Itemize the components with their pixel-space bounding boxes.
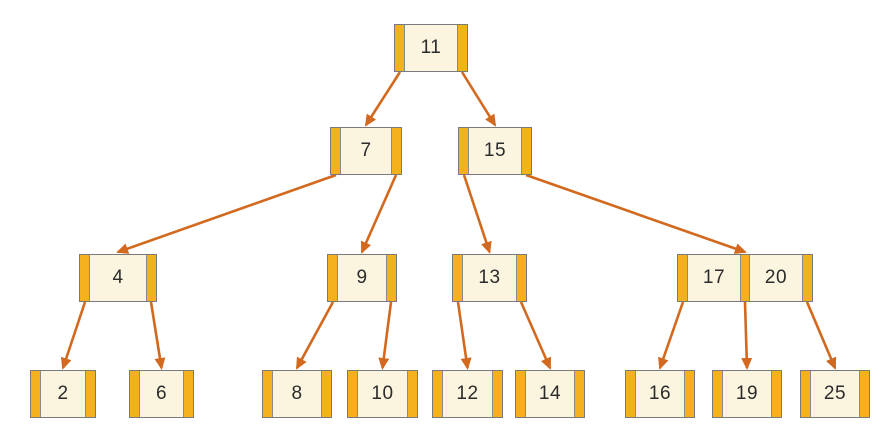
node-slot-bar bbox=[626, 371, 636, 417]
node-slot-bar bbox=[492, 371, 502, 417]
tree-node-4: 4 bbox=[79, 254, 157, 302]
edge-4-to-6 bbox=[149, 301, 166, 370]
node-key: 20 bbox=[750, 255, 802, 301]
node-slot-bar bbox=[263, 371, 273, 417]
edge-7-to-4 bbox=[116, 173, 337, 254]
tree-node-15: 15 bbox=[458, 127, 532, 175]
node-slot-bar bbox=[740, 255, 750, 301]
node-slot-bar bbox=[684, 371, 694, 417]
node-slot-bar bbox=[395, 25, 405, 71]
node-slot-bar bbox=[433, 371, 443, 417]
node-slot-bar bbox=[331, 128, 341, 174]
node-key: 11 bbox=[405, 25, 457, 71]
tree-node-12: 12 bbox=[432, 370, 503, 418]
edge-15-to-17-20 bbox=[525, 173, 747, 254]
edge-13-to-12 bbox=[456, 301, 472, 370]
node-slot-bar bbox=[678, 255, 688, 301]
node-slot-bar bbox=[386, 255, 396, 301]
edge-9-to-8 bbox=[295, 301, 335, 370]
tree-node-13: 13 bbox=[452, 254, 527, 302]
node-slot-bar bbox=[521, 128, 531, 174]
node-slot-bar bbox=[453, 255, 463, 301]
tree-node-6: 6 bbox=[129, 370, 194, 418]
node-slot-bar bbox=[321, 371, 331, 417]
tree-node-8: 8 bbox=[262, 370, 332, 418]
edge-13-to-14 bbox=[519, 301, 552, 370]
node-slot-bar bbox=[348, 371, 358, 417]
node-slot-bar bbox=[516, 255, 526, 301]
tree-node-2: 2 bbox=[30, 370, 96, 418]
tree-edge-group bbox=[60, 71, 837, 370]
node-key: 14 bbox=[526, 371, 574, 417]
node-slot-bar bbox=[80, 255, 90, 301]
node-key: 9 bbox=[338, 255, 386, 301]
edge-7-to-9 bbox=[360, 174, 398, 254]
tree-node-10: 10 bbox=[347, 370, 418, 418]
edge-9-to-10 bbox=[378, 301, 393, 370]
node-key: 6 bbox=[140, 371, 183, 417]
tree-node-19: 19 bbox=[712, 370, 782, 418]
node-key: 13 bbox=[463, 255, 516, 301]
node-slot-bar bbox=[183, 371, 193, 417]
node-slot-bar bbox=[574, 371, 584, 417]
node-slot-bar bbox=[802, 255, 812, 301]
tree-node-14: 14 bbox=[515, 370, 585, 418]
node-key: 8 bbox=[273, 371, 321, 417]
edge-15-to-13 bbox=[462, 174, 492, 254]
edge-4-to-2 bbox=[60, 301, 87, 370]
node-slot-bar bbox=[801, 371, 811, 417]
tree-node-25: 25 bbox=[800, 370, 870, 418]
node-key: 16 bbox=[636, 371, 684, 417]
node-key: 7 bbox=[341, 128, 391, 174]
edge-17-20-to-16 bbox=[658, 301, 685, 370]
node-slot-bar bbox=[459, 128, 469, 174]
node-slot-bar bbox=[85, 371, 95, 417]
node-key: 12 bbox=[443, 371, 492, 417]
node-slot-bar bbox=[391, 128, 401, 174]
tree-node-9: 9 bbox=[327, 254, 397, 302]
node-slot-bar bbox=[328, 255, 338, 301]
edge-11-to-7 bbox=[364, 71, 402, 127]
tree-node-11: 11 bbox=[394, 24, 468, 72]
node-key: 15 bbox=[469, 128, 521, 174]
tree-node-7: 7 bbox=[330, 127, 402, 175]
node-key: 25 bbox=[811, 371, 859, 417]
node-key: 4 bbox=[90, 255, 146, 301]
edge-17-20-to-25 bbox=[805, 301, 837, 370]
edge-17-20-to-19 bbox=[741, 301, 753, 370]
node-slot-bar bbox=[146, 255, 156, 301]
node-slot-bar bbox=[771, 371, 781, 417]
node-slot-bar bbox=[516, 371, 526, 417]
node-slot-bar bbox=[31, 371, 41, 417]
node-key: 2 bbox=[41, 371, 85, 417]
node-slot-bar bbox=[713, 371, 723, 417]
node-key: 10 bbox=[358, 371, 407, 417]
node-slot-bar bbox=[407, 371, 417, 417]
edge-11-to-15 bbox=[460, 71, 497, 127]
node-key: 17 bbox=[688, 255, 740, 301]
node-slot-bar bbox=[457, 25, 467, 71]
node-slot-bar bbox=[859, 371, 869, 417]
tree-node-16: 16 bbox=[625, 370, 695, 418]
node-slot-bar bbox=[130, 371, 140, 417]
node-key: 19 bbox=[723, 371, 771, 417]
